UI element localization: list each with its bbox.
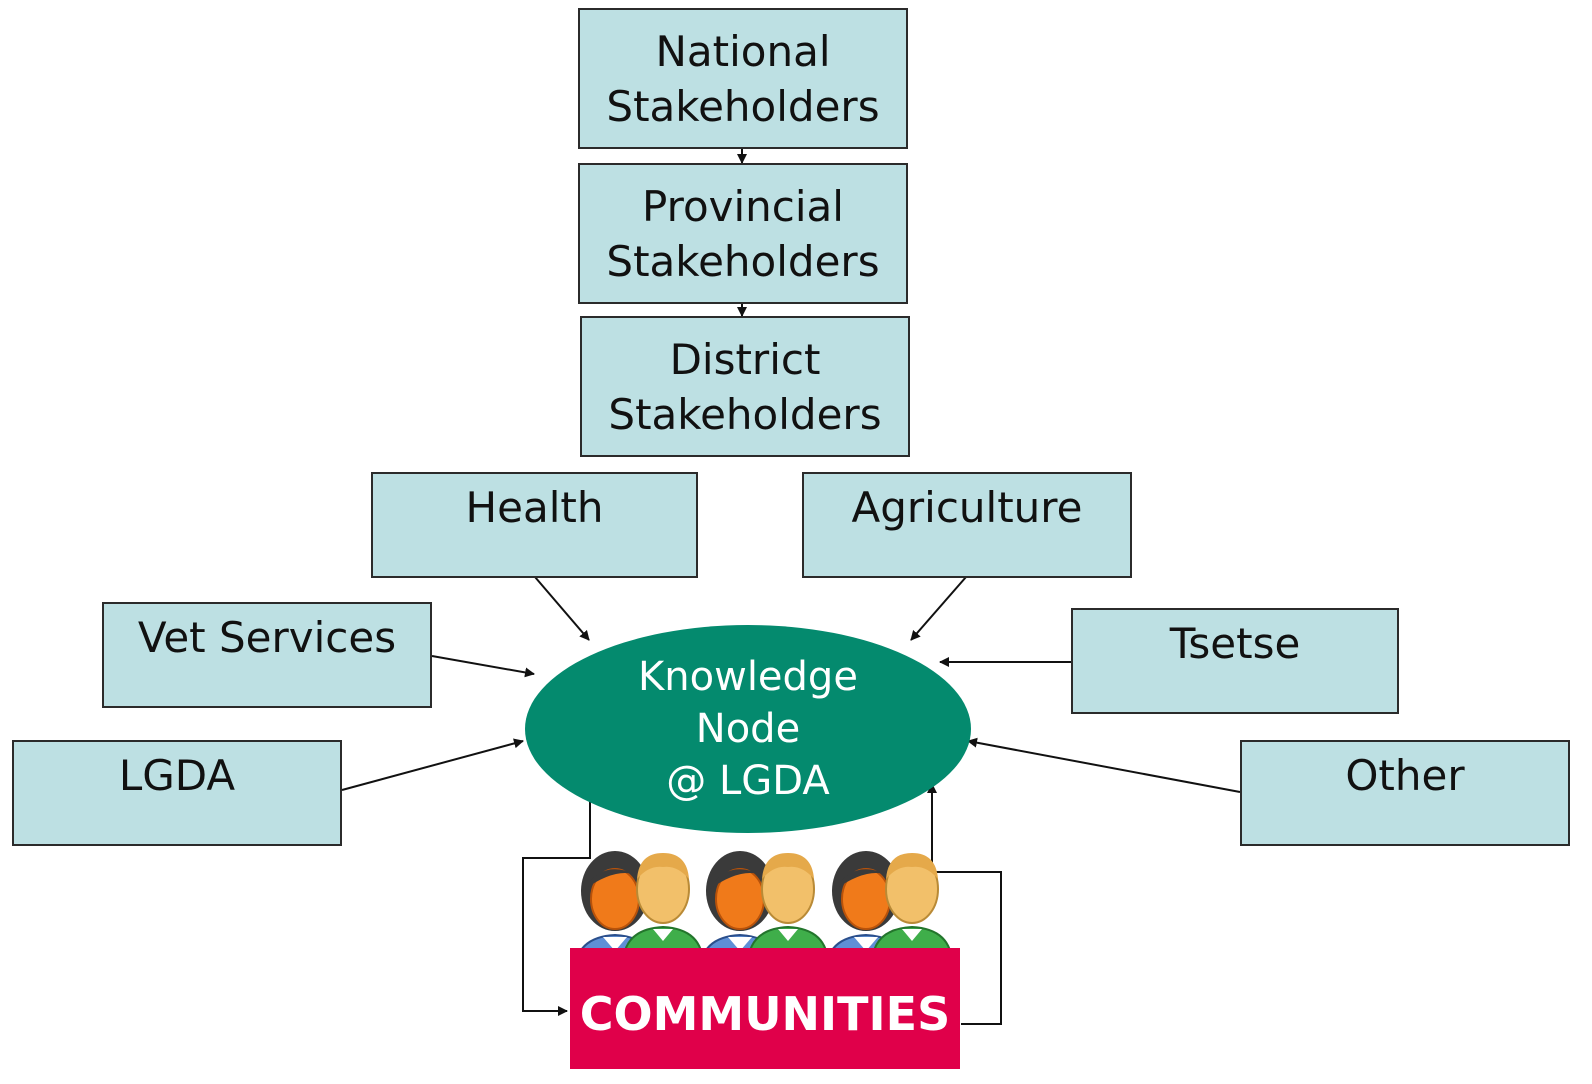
knowledge-node: Knowledge Node @ LGDA: [525, 625, 971, 833]
arrow-communities-to-node: [927, 783, 1002, 1025]
health-box: Health: [371, 472, 698, 578]
arrow-health-to-node: [534, 576, 590, 641]
provincial-stakeholders-label: Provincial Stakeholders: [606, 181, 880, 286]
arrow-other-to-node: [967, 737, 1241, 793]
national-stakeholders-label: National Stakeholders: [606, 26, 880, 131]
communities-box: COMMUNITIES: [570, 948, 960, 1069]
tsetse-box: Tsetse: [1071, 608, 1399, 714]
vet-services-box: Vet Services: [102, 602, 432, 708]
agriculture-label: Agriculture: [851, 483, 1083, 532]
district-stakeholders-label: District Stakeholders: [608, 334, 882, 439]
health-label: Health: [465, 483, 604, 532]
national-stakeholders-box: National Stakeholders: [578, 8, 908, 149]
vet-services-label: Vet Services: [137, 613, 397, 662]
other-box: Other: [1240, 740, 1570, 846]
knowledge-node-label: Knowledge Node @ LGDA: [638, 654, 858, 804]
arrow-agriculture-to-node: [910, 576, 967, 641]
provincial-stakeholders-box: Provincial Stakeholders: [578, 163, 908, 304]
lgda-box: LGDA: [12, 740, 342, 846]
tsetse-label: Tsetse: [1169, 619, 1301, 668]
agriculture-box: Agriculture: [802, 472, 1132, 578]
arrow-vet-to-node: [431, 655, 535, 678]
arrow-node-to-communities: [522, 800, 591, 1016]
communities-label: COMMUNITIES: [579, 986, 951, 1041]
other-label: Other: [1345, 751, 1465, 800]
lgda-label: LGDA: [118, 751, 236, 800]
arrow-lgda-to-node: [341, 738, 524, 791]
district-stakeholders-box: District Stakeholders: [580, 316, 910, 457]
